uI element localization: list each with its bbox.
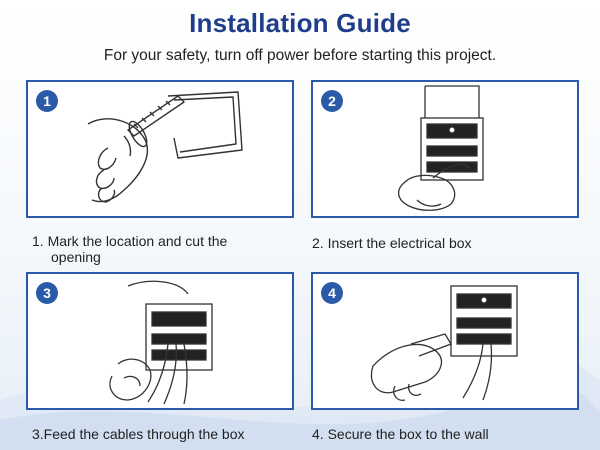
step-1-caption-line1: 1. Mark the location and cut the (32, 233, 228, 249)
safety-note: For your safety, turn off power before s… (103, 47, 497, 64)
step-3-caption-line1: 3.Feed the cables through the box (32, 426, 245, 442)
step-3-caption: 3.Feed the cables through the box (32, 426, 244, 442)
step-4-caption-line1: 4. Secure the box to the wall (312, 426, 489, 442)
feed-cables-illustration (109, 280, 213, 405)
step-4-number: 4 (321, 282, 343, 304)
step-1-panel: 1 (26, 80, 294, 218)
secure-box-illustration (370, 285, 518, 401)
step-2-caption: 2. Insert the electrical box (312, 235, 472, 251)
step-2-number: 2 (321, 90, 343, 112)
step-3-panel: 3 (26, 272, 294, 410)
cutting-saw-illustration (87, 91, 243, 203)
page-title: Installation Guide (189, 8, 411, 38)
step-2-caption-line1: 2. Insert the electrical box (312, 235, 472, 251)
step-4-panel: 4 (311, 272, 579, 410)
insert-box-illustration (398, 85, 484, 211)
step-4-caption: 4. Secure the box to the wall (312, 426, 489, 442)
step-1-caption-line2: opening (51, 249, 101, 265)
step-2-panel: 2 (311, 80, 579, 218)
step-3-number: 3 (36, 282, 58, 304)
step-1-number: 1 (36, 90, 58, 112)
step-1-caption: 1. Mark the location and cut the opening (32, 233, 227, 265)
